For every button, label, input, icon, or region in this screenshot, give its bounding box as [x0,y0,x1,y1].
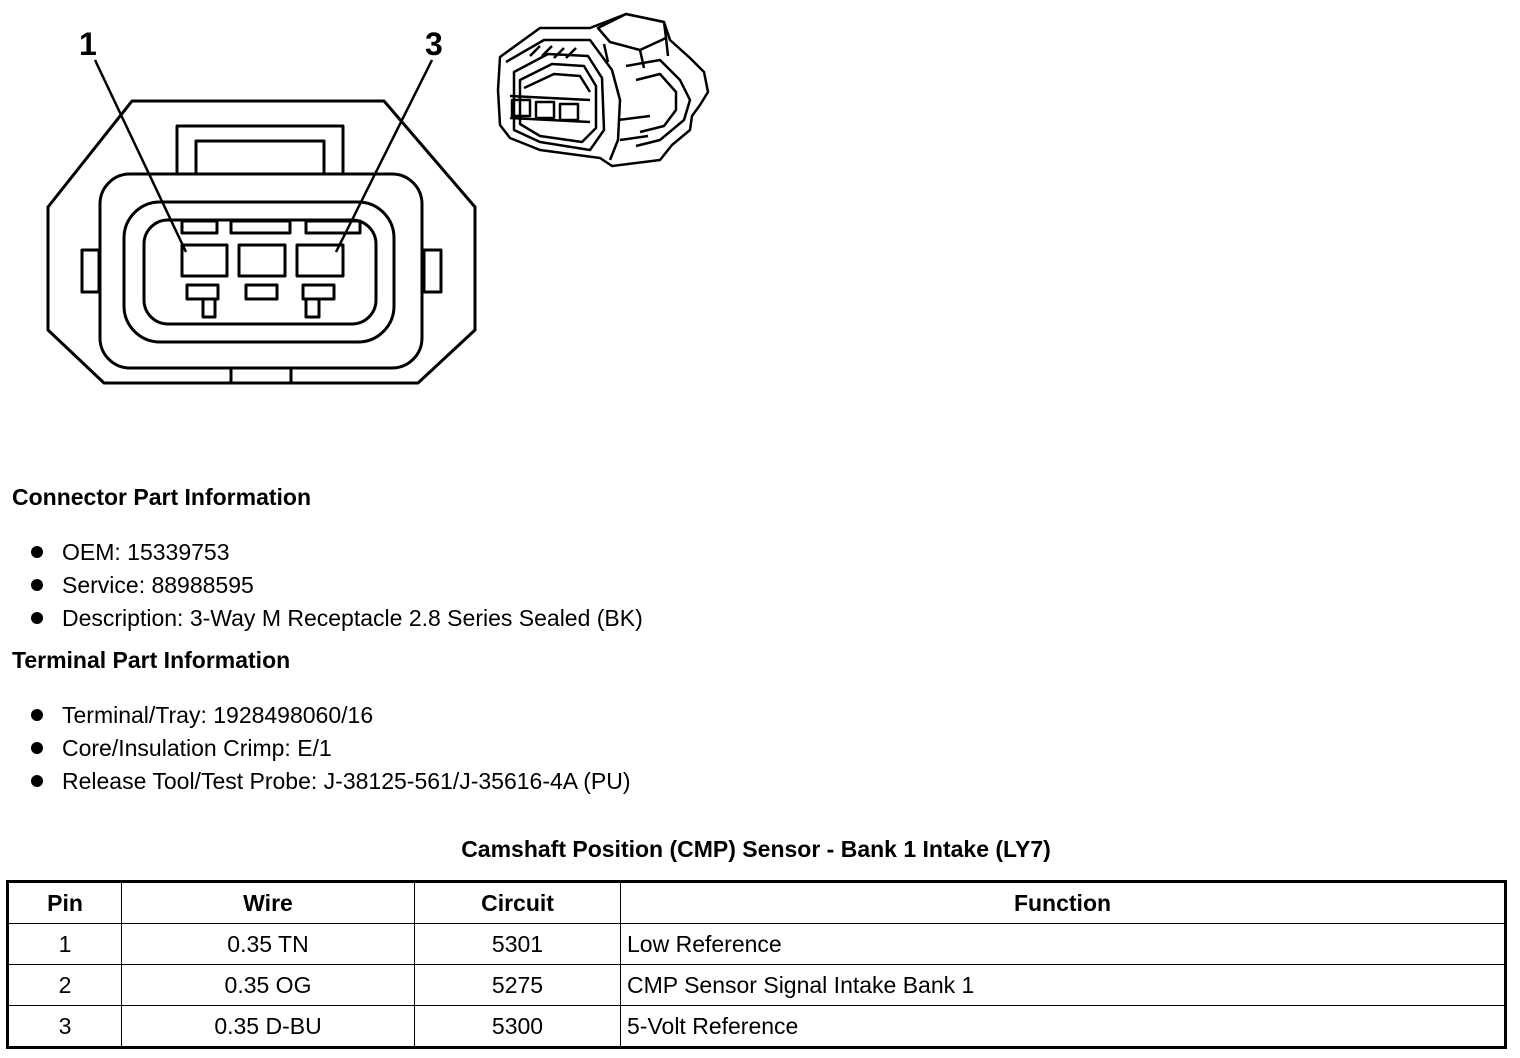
pinout-table-title: Camshaft Position (CMP) Sensor - Bank 1 … [461,836,1051,862]
terminal-tray: Terminal/Tray: 1928498060/16 [62,702,374,728]
connector-iso-illustration [496,12,710,168]
bullet-icon [31,546,43,558]
cell-function: 5-Volt Reference [620,1005,1506,1048]
bullet-icon [31,775,43,787]
connector-face-view [46,12,710,385]
table-row: 2 0.35 OG 5275 CMP Sensor Signal Intake … [7,964,1506,1006]
pin-3-callout: 3 [425,26,443,62]
bullet-icon [31,579,43,591]
bullet-icon [31,612,43,624]
cell-circuit: 5301 [414,923,621,965]
connector-housing-outline [46,99,477,385]
header-circuit: Circuit [414,881,621,924]
list-item: Description: 3-Way M Receptacle 2.8 Seri… [30,606,643,639]
cell-wire: 0.35 TN [121,923,415,965]
connector-oem: OEM: 15339753 [62,539,230,565]
cell-circuit: 5275 [414,964,621,1006]
header-function: Function [620,881,1506,924]
table-header-row: Pin Wire Circuit Function [7,881,1506,924]
terminal-crimp: Core/Insulation Crimp: E/1 [62,735,332,761]
list-item: Service: 88988595 [30,573,643,606]
connector-inner-body [98,172,424,370]
terminal-info-heading: Terminal Part Information [12,647,291,673]
connector-info-heading: Connector Part Information [12,484,312,510]
pin-1-callout: 1 [79,26,97,62]
bullet-icon [31,709,43,721]
bullet-icon [31,742,43,754]
terminal-cavity-1 [180,243,229,278]
connector-latch [175,124,345,174]
cell-function: Low Reference [620,923,1506,965]
list-item: Core/Insulation Crimp: E/1 [30,736,631,769]
cell-pin: 2 [7,964,122,1006]
header-wire: Wire [121,881,415,924]
table-row: 3 0.35 D-BU 5300 5-Volt Reference [7,1005,1506,1048]
connector-service: Service: 88988595 [62,572,254,598]
cell-wire: 0.35 D-BU [121,1005,415,1048]
list-item: OEM: 15339753 [30,540,643,573]
pin-1-leader-line [93,59,188,253]
pin-3-leader-line [334,59,434,253]
cell-pin: 1 [7,923,122,965]
table-row: 1 0.35 TN 5301 Low Reference [7,923,1506,965]
list-item: Release Tool/Test Probe: J-38125-561/J-3… [30,769,631,802]
cell-wire: 0.35 OG [121,964,415,1006]
pinout-table: Pin Wire Circuit Function 1 0.35 TN 5301… [6,880,1507,1049]
connector-diagram: 1 3 [0,0,760,420]
terminal-release-tool: Release Tool/Test Probe: J-38125-561/J-3… [62,768,631,794]
cell-circuit: 5300 [414,1005,621,1048]
terminal-cavity-2 [237,243,287,278]
terminal-info-list: Terminal/Tray: 1928498060/16 Core/Insula… [30,703,631,802]
header-pin: Pin [7,881,122,924]
list-item: Terminal/Tray: 1928498060/16 [30,703,631,736]
terminal-cavity-3 [295,243,345,278]
cell-function: CMP Sensor Signal Intake Bank 1 [620,964,1506,1006]
cell-pin: 3 [7,1005,122,1048]
connector-description: Description: 3-Way M Receptacle 2.8 Seri… [62,605,643,631]
connector-info-list: OEM: 15339753 Service: 88988595 Descript… [30,540,643,639]
